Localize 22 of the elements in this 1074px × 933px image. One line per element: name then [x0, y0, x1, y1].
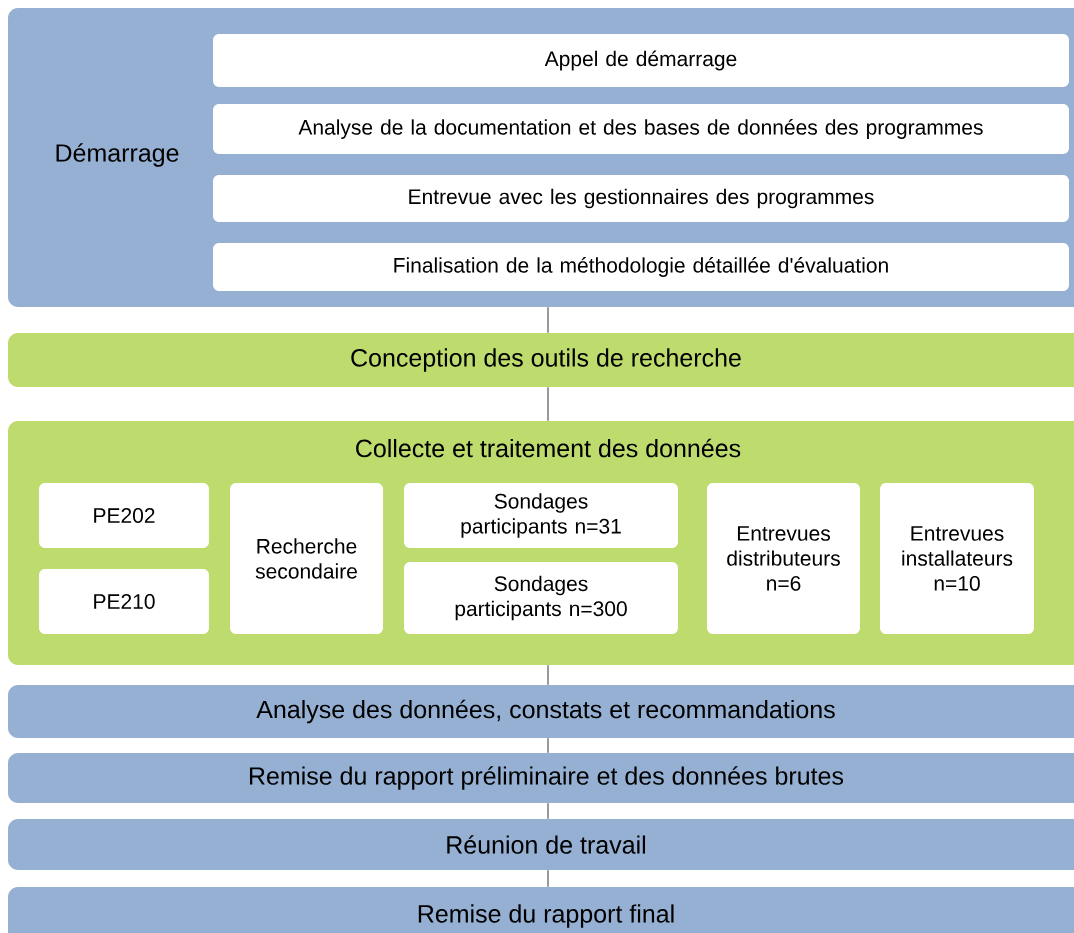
- step-box: PE210: [39, 569, 209, 634]
- step-box: Appel de démarrage: [213, 34, 1069, 87]
- connector-line: [547, 306, 549, 334]
- step-box: Analyse de la documentation et des bases de données des programmes: [213, 104, 1069, 154]
- step-box: PE202: [39, 483, 209, 548]
- step-box: Sondages participants n=300: [404, 562, 678, 634]
- step-box: Entrevues distributeurs n=6: [707, 483, 860, 634]
- connector-line: [547, 869, 549, 888]
- step-box: Finalisation de la méthodologie détaillée d'évaluation: [213, 243, 1069, 291]
- step-box: Sondages participants n=31: [404, 483, 678, 548]
- phase-band: Remise du rapport final: [8, 887, 1074, 933]
- connector-line: [547, 386, 549, 422]
- phase-band: Analyse des données, constats et recommandations: [8, 685, 1074, 738]
- phase-band: Remise du rapport préliminaire et des données brutes: [8, 753, 1074, 803]
- step-box: Recherche secondaire: [230, 483, 383, 634]
- connector-line: [547, 737, 549, 754]
- step-box: Entrevues installateurs n=10: [880, 483, 1034, 634]
- step-box: Entrevue avec les gestionnaires des programmes: [213, 175, 1069, 222]
- phase-band: Conception des outils de recherche: [8, 333, 1074, 387]
- phase-band: Réunion de travail: [8, 819, 1074, 870]
- connector-line: [547, 802, 549, 820]
- connector-line: [547, 664, 549, 686]
